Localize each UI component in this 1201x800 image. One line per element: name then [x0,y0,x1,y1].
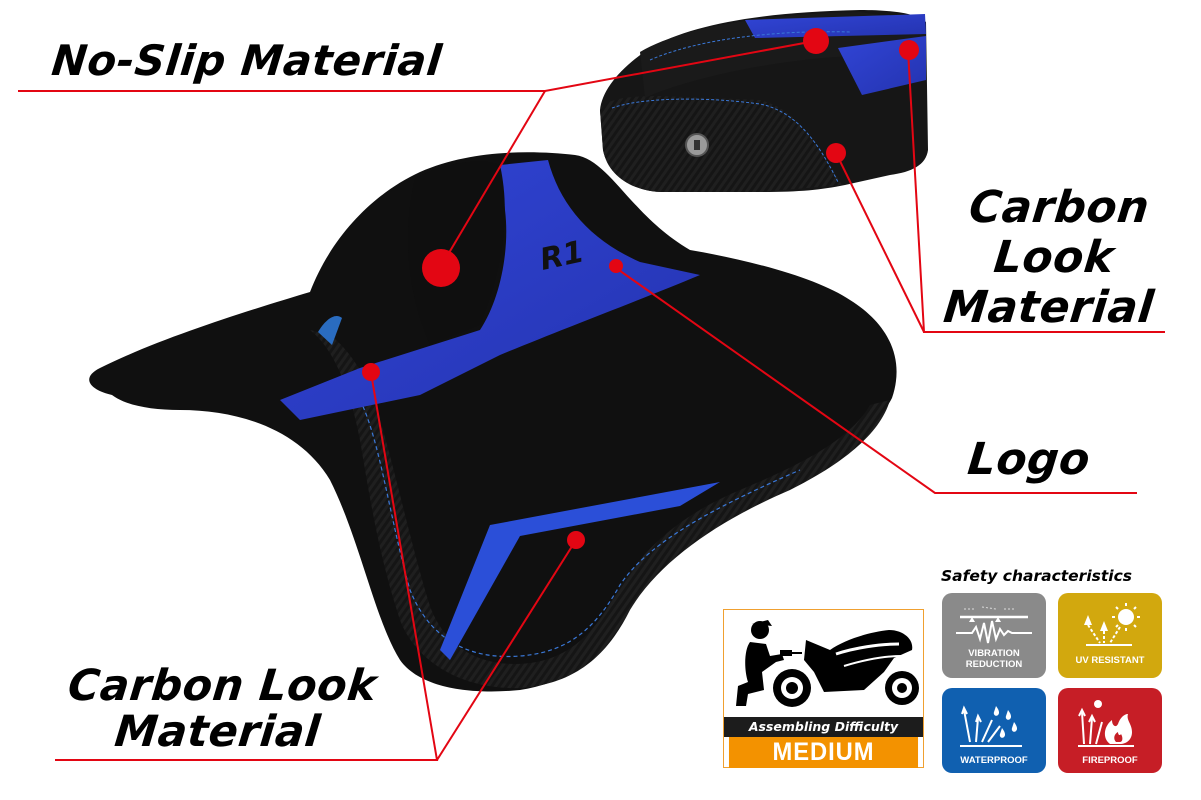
callout-logo: Logo [965,434,1093,485]
vibration-icon [956,606,1032,644]
callout-dot [362,363,380,381]
fire-icon [1078,700,1134,747]
tile-label: WATERPROOF [960,755,1028,766]
callout-line: Material [941,282,1157,333]
callout-dot [567,531,585,549]
callout-line: Look [991,232,1117,283]
difficulty-level: MEDIUM [728,737,919,768]
callout-dot [609,259,623,273]
callout-dot [826,143,846,163]
callout-dots [362,28,919,549]
tile-label: FIREPROOF [1082,755,1138,766]
safety-tile-waterproof: WATERPROOF [942,688,1046,773]
callout-no-slip-material: No-Slip Material [49,36,445,85]
callout-dot [422,249,460,287]
water-drops-icon [960,705,1022,747]
safety-tile-fireproof: FIREPROOF [1058,688,1162,773]
rider-seat: R1 [89,152,897,692]
callout-dot [803,28,829,54]
mechanic-with-motorcycle-icon [736,620,919,707]
tile-label: UV RESISTANT [1075,655,1145,666]
callout-line: Carbon [966,182,1152,233]
safety-characteristics-title: Safety characteristics [941,567,1133,585]
sun-uv-icon [1084,603,1140,646]
callout-carbon-look-material-passenger: Carbon Look Material [932,182,1176,333]
safety-tile-uv-resistant: UV RESISTANT [1058,593,1162,678]
callout-line: Material [112,707,323,757]
callout-carbon-look-material-rider: Carbon Look Material [39,661,401,757]
assembling-difficulty-badge: Assembling Difficulty MEDIUM [723,609,924,768]
callout-dot [899,40,919,60]
callout-line: Carbon Look [65,661,380,711]
difficulty-title: Assembling Difficulty [724,717,923,737]
tile-label: REDUCTION [965,659,1023,670]
passenger-seat [600,10,928,192]
safety-tile-vibration-reduction: VIBRATION REDUCTION [942,593,1046,678]
tile-label: VIBRATION [968,648,1020,659]
callout-lines [18,40,1165,761]
